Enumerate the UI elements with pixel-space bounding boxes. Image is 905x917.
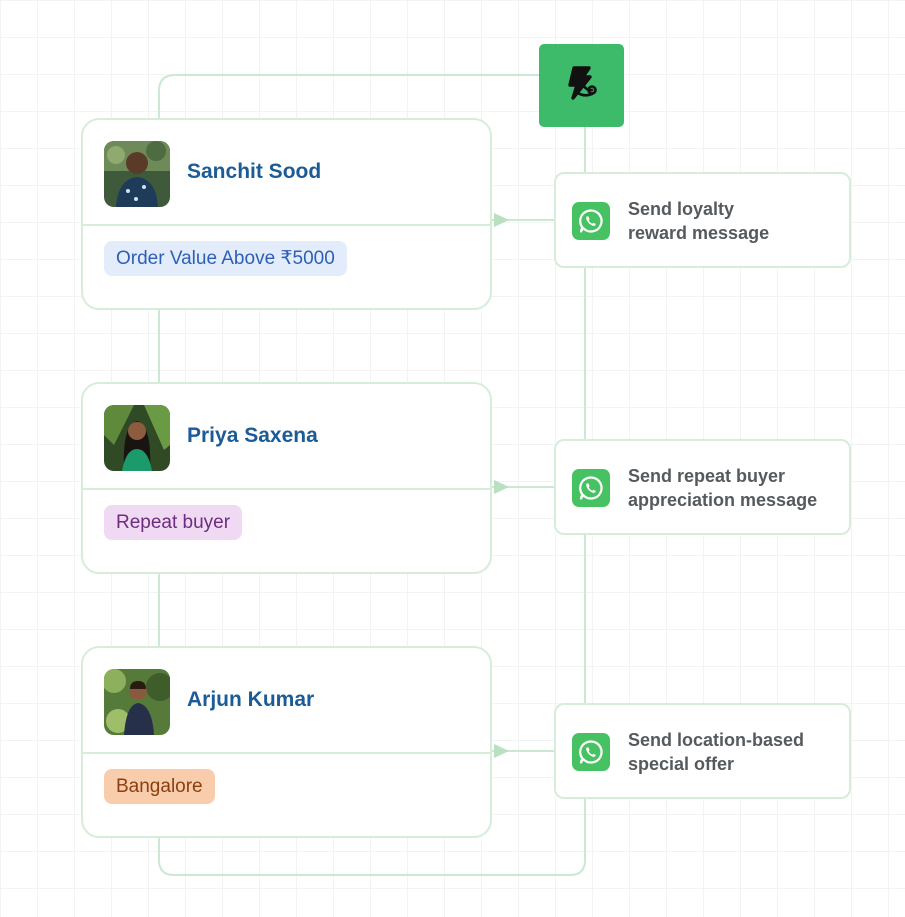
action-node[interactable]: Send repeat buyer appreciation message	[554, 439, 851, 535]
customer-name: Arjun Kumar	[187, 688, 315, 711]
action-label: Send loyalty reward message	[628, 199, 770, 243]
customer-name: Priya Saxena	[187, 424, 318, 447]
avatar	[104, 405, 170, 471]
whatsapp-icon	[572, 733, 610, 771]
flow-trigger-icon	[562, 63, 602, 108]
whatsapp-icon	[572, 469, 610, 507]
segment-tag: Bangalore	[104, 769, 215, 804]
customer-card[interactable]: Sanchit Sood Order Value Above ₹5000	[81, 118, 492, 310]
segment-tag: Repeat buyer	[104, 505, 243, 540]
customer-name: Sanchit Sood	[187, 160, 322, 183]
whatsapp-icon	[572, 202, 610, 240]
customer-card-header: Arjun Kumar	[83, 648, 490, 754]
action-label: Send repeat buyer appreciation message	[628, 466, 818, 510]
customer-card[interactable]: Arjun Kumar Bangalore	[81, 646, 492, 838]
flow-trigger-node[interactable]	[539, 44, 624, 127]
customer-card-header: Priya Saxena	[83, 384, 490, 490]
customer-card-header: Sanchit Sood	[83, 120, 490, 226]
avatar	[104, 141, 170, 207]
action-node[interactable]: Send loyalty reward message	[554, 172, 851, 268]
avatar	[104, 669, 170, 735]
action-node[interactable]: Send location-based special offer	[554, 703, 851, 799]
customer-card[interactable]: Priya Saxena Repeat buyer	[81, 382, 492, 574]
action-label: Send location-based special offer	[628, 730, 805, 774]
segment-tag: Order Value Above ₹5000	[104, 241, 347, 276]
